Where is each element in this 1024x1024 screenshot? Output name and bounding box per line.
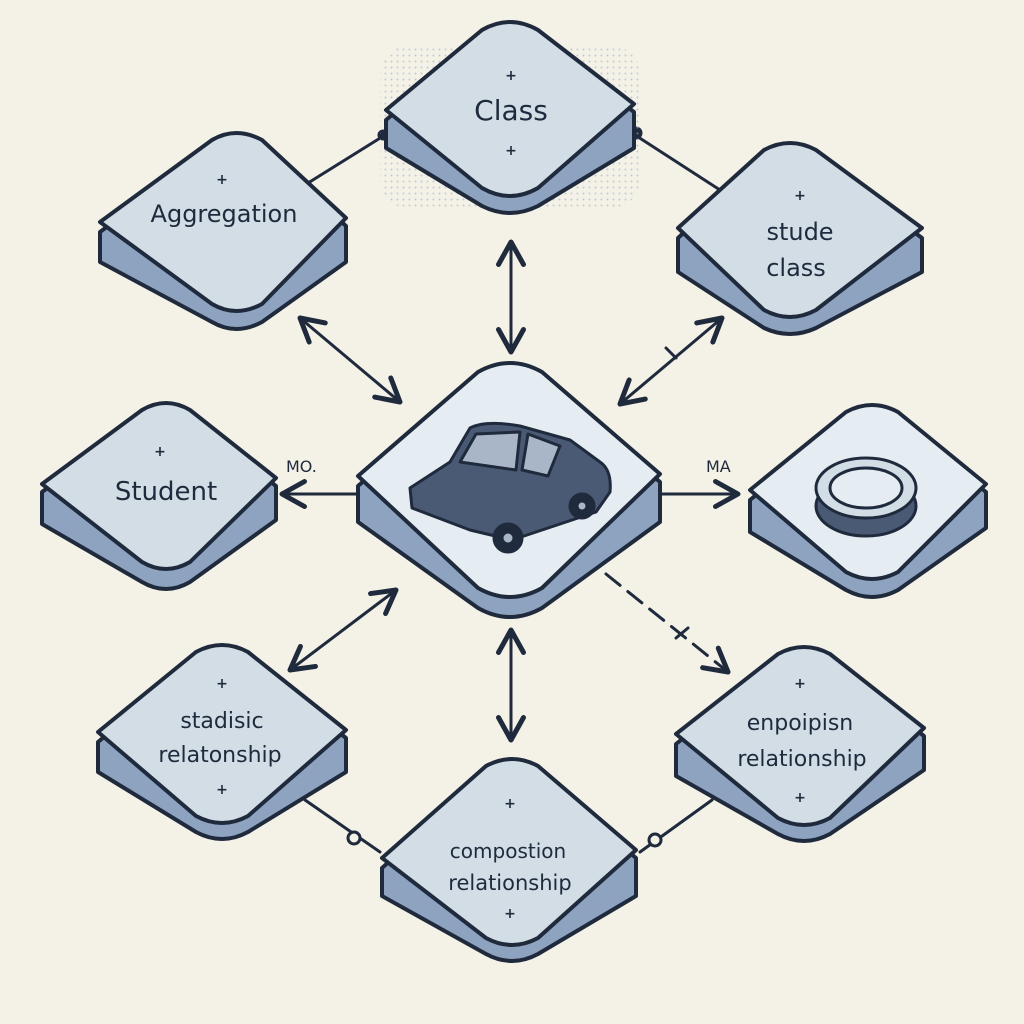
arrow-stude-center bbox=[617, 315, 725, 407]
node-enpoipisn-label-2: relationship bbox=[737, 747, 866, 772]
node-right[interactable] bbox=[748, 403, 988, 599]
connectors bbox=[279, 126, 741, 854]
arrow-center-enpoipisn bbox=[604, 572, 731, 675]
car-icon bbox=[408, 421, 612, 554]
plus-top: + bbox=[794, 676, 806, 692]
plus-top: + bbox=[216, 676, 228, 692]
node-stude-label-1: stude bbox=[766, 218, 833, 246]
plus-bottom: + bbox=[794, 790, 806, 806]
node-enpoipisn[interactable]: + enpoipisn relationship + bbox=[674, 645, 926, 843]
node-stude-label-2: class bbox=[766, 254, 826, 282]
node-enpoipisn-label-1: enpoipisn bbox=[747, 711, 854, 736]
node-center[interactable] bbox=[356, 361, 662, 619]
connector-class-aggregation bbox=[298, 133, 387, 190]
edge-label-left: MO. bbox=[286, 457, 317, 476]
node-stude-class[interactable]: + stude class bbox=[676, 141, 924, 336]
plus-bottom: + bbox=[505, 143, 517, 159]
arrow-aggregation-center bbox=[297, 315, 403, 405]
plus-bottom: + bbox=[504, 906, 516, 922]
tick bbox=[674, 626, 690, 640]
plus-top: + bbox=[154, 444, 166, 460]
node-stadisic[interactable]: + stadisic relatonship + bbox=[96, 643, 348, 841]
node-aggregation-label: Aggregation bbox=[151, 200, 298, 228]
plus-top: + bbox=[216, 172, 228, 188]
node-compostion-label-2: relationship bbox=[448, 871, 571, 895]
connector-dot bbox=[647, 832, 663, 848]
node-stadisic-label-1: stadisic bbox=[180, 709, 263, 734]
ring-icon bbox=[814, 456, 918, 538]
node-aggregation[interactable]: + Aggregation bbox=[98, 131, 348, 331]
connector-stadisic-compostion bbox=[303, 798, 382, 854]
plus-top: + bbox=[504, 796, 516, 812]
arrow-center-stadisic bbox=[287, 587, 399, 673]
node-student-label: Student bbox=[115, 477, 217, 507]
node-class[interactable]: + Class + bbox=[380, 20, 640, 215]
node-stadisic-label-2: relatonship bbox=[158, 743, 281, 768]
plus-top: + bbox=[505, 68, 517, 84]
node-student[interactable]: + Student bbox=[40, 401, 278, 591]
plus-top: + bbox=[794, 188, 806, 204]
connector-dot bbox=[346, 830, 362, 846]
node-compostion-label-1: compostion bbox=[450, 839, 566, 863]
edge-label-right: MA bbox=[706, 457, 731, 476]
node-class-label: Class bbox=[474, 94, 548, 127]
connector-class-stude-class bbox=[633, 133, 722, 192]
plus-bottom: + bbox=[216, 782, 228, 798]
node-compostion[interactable]: + compostion relationship + bbox=[380, 757, 638, 963]
tick bbox=[664, 346, 678, 360]
